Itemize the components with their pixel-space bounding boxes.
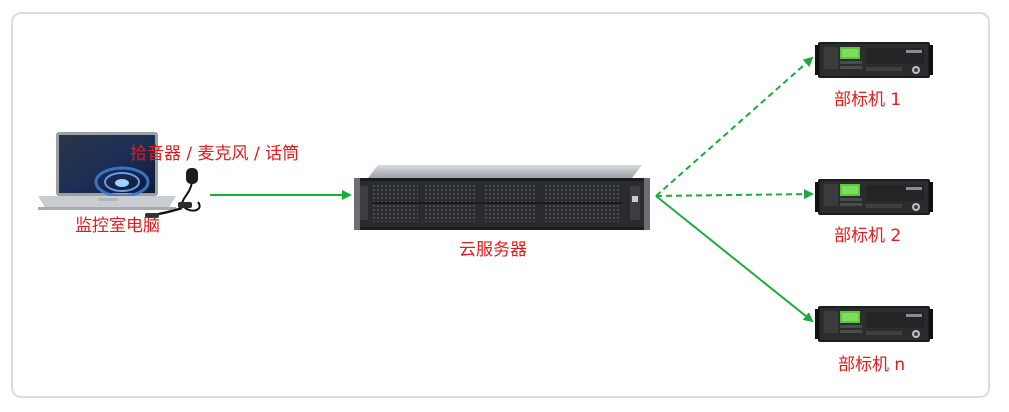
- terminal-n-label: 部标机 n: [838, 357, 905, 374]
- terminal-2-label: 部标机 2: [834, 228, 901, 245]
- rack-server-icon: [354, 165, 650, 230]
- terminal-1-label: 部标机 1: [834, 92, 901, 109]
- arrow-server-to-terminal-n: [656, 196, 812, 321]
- server-label: 云服务器: [459, 242, 527, 259]
- pc-label: 监控室电脑: [75, 218, 160, 235]
- arrow-server-to-terminal-1: [656, 58, 812, 196]
- arrow-server-to-terminal-2: [656, 194, 812, 196]
- terminal-device-icon: [815, 42, 933, 78]
- terminal-device-icon: [815, 179, 933, 215]
- mic-label: 拾音器 / 麦克风 / 话筒: [130, 146, 299, 163]
- terminal-device-icon: [815, 306, 933, 342]
